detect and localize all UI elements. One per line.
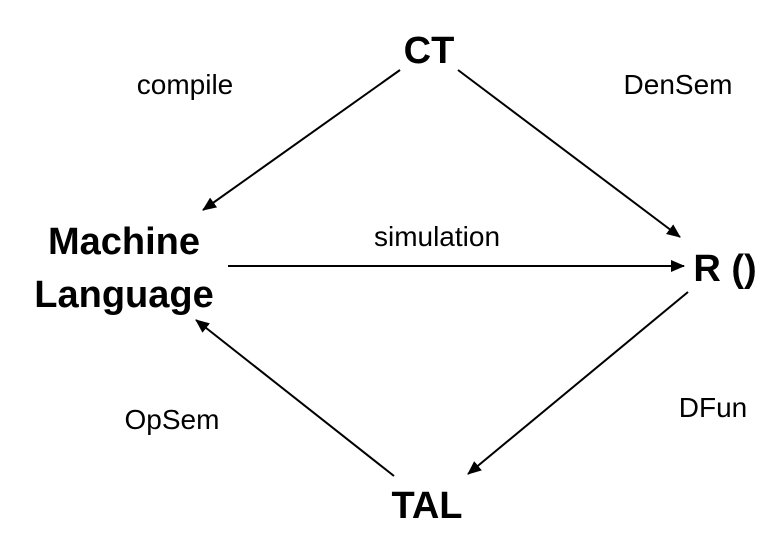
node-r: R () xyxy=(693,248,756,290)
edge-opsem-arrow xyxy=(195,319,395,477)
edge-label-compile: compile xyxy=(137,69,233,100)
edge-label-dfun: DFun xyxy=(679,392,747,423)
node-machine-language-line2: Language xyxy=(34,274,213,316)
node-ct: CT xyxy=(404,30,455,72)
edge-label-opsem: OpSem xyxy=(125,404,220,435)
node-machine-language-line1: Machine xyxy=(48,221,200,263)
node-tal: TAL xyxy=(391,485,462,527)
edge-label-simulation: simulation xyxy=(374,221,500,252)
edge-densem-arrow xyxy=(457,69,681,238)
edge-dfun-arrow xyxy=(467,291,689,475)
edge-compile-arrow xyxy=(202,69,401,211)
edge-label-densem: DenSem xyxy=(624,69,733,100)
